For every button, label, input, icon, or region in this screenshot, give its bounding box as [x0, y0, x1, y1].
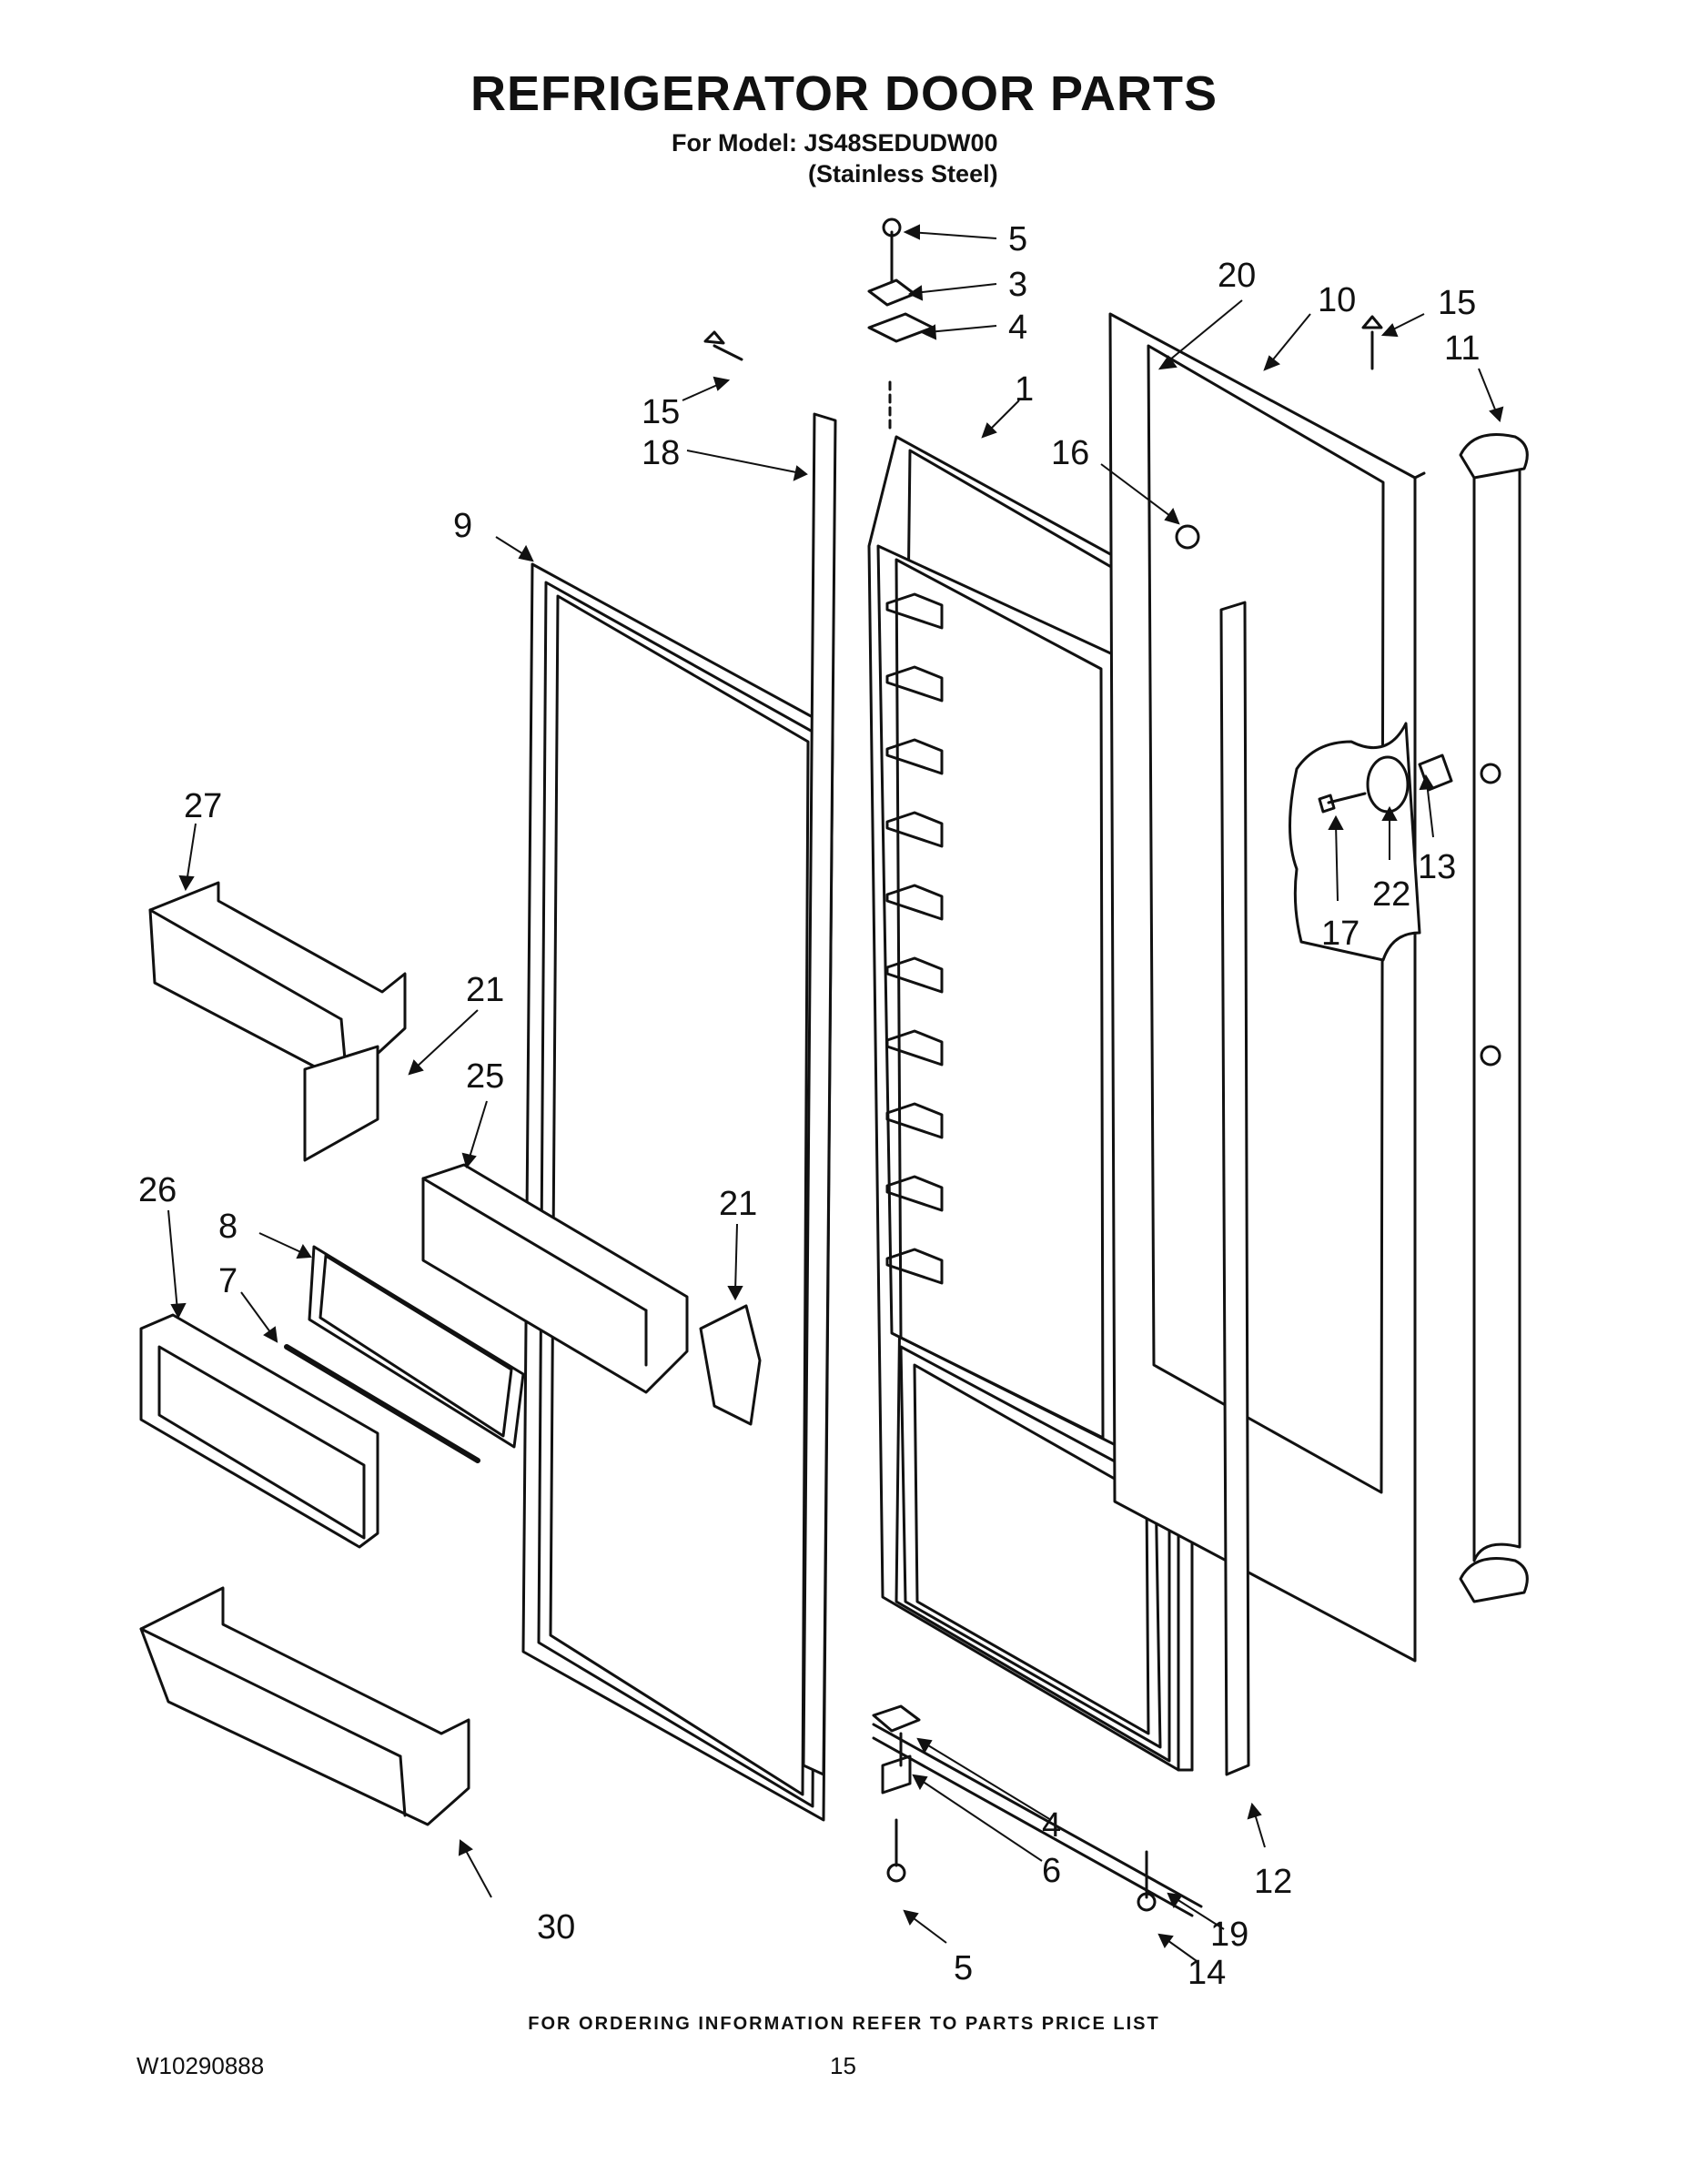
top-hinge-parts	[867, 217, 935, 430]
leader-lines	[167, 224, 1504, 1962]
callout-22: 22	[1372, 875, 1410, 914]
callout-7: 7	[218, 1262, 238, 1300]
callout-5-bottom: 5	[954, 1949, 973, 1987]
callout-19: 19	[1210, 1916, 1248, 1954]
callout-10: 10	[1318, 281, 1356, 319]
callout-13: 13	[1418, 848, 1456, 886]
callout-27: 27	[184, 787, 222, 825]
dairy-bin-25	[421, 1163, 689, 1394]
seal-strip-left	[802, 412, 837, 1776]
shelf-ribs	[885, 592, 944, 1285]
callout-15-right: 15	[1438, 284, 1476, 322]
bin-end-cap-right	[699, 1304, 762, 1426]
callout-14: 14	[1188, 1954, 1226, 1992]
callout-17: 17	[1321, 915, 1359, 953]
callout-26: 26	[138, 1171, 177, 1209]
callout-3: 3	[1008, 266, 1027, 304]
callout-numbers: 5 3 4 20 10 15 11 15 18 1 16 9 27 21 25 …	[138, 220, 1480, 1992]
callout-6: 6	[1042, 1852, 1061, 1890]
bin-end-cap-left	[303, 1045, 379, 1162]
callout-18: 18	[642, 434, 680, 472]
callout-4-top: 4	[1008, 308, 1027, 347]
cutaway-detail	[1289, 722, 1421, 962]
screw-15-left	[703, 330, 743, 361]
callout-9: 9	[453, 507, 472, 545]
bottom-hinge-parts	[872, 1704, 1203, 1917]
door-bin-27	[148, 881, 407, 1085]
callout-12: 12	[1254, 1863, 1292, 1901]
callout-20: 20	[1218, 257, 1256, 295]
plug-16	[1175, 524, 1200, 550]
ordering-note: FOR ORDERING INFORMATION REFER TO PARTS …	[528, 2014, 1160, 2034]
callout-21-right: 21	[719, 1185, 757, 1223]
bin-cover-26	[139, 1313, 379, 1549]
callout-1: 1	[1015, 370, 1034, 409]
model-info: For Model: JS48SEDUDW00 (Stainless Steel…	[672, 127, 998, 189]
seal-strip-right	[1219, 601, 1250, 1776]
page-number: 15	[830, 2052, 856, 2079]
callout-8: 8	[218, 1208, 238, 1246]
door-gasket-part	[521, 562, 834, 1822]
finish-line: (Stainless Steel)	[808, 160, 998, 187]
screw-part	[1318, 792, 1367, 814]
document-number: W10290888	[136, 2052, 265, 2079]
door-handle-part	[1459, 433, 1529, 1603]
callout-4-bottom: 4	[1042, 1806, 1061, 1845]
page-title: REFRIGERATOR DOOR PARTS	[470, 66, 1218, 121]
screw-15-right	[1361, 315, 1383, 370]
model-line: For Model: JS48SEDUDW00	[672, 129, 998, 157]
callout-15-left: 15	[642, 393, 680, 431]
callout-16: 16	[1051, 434, 1089, 472]
bin-frame-8	[308, 1245, 525, 1449]
door-liner-part	[867, 435, 1194, 1772]
callout-5-top: 5	[1008, 220, 1027, 258]
door-panel-part	[1108, 312, 1426, 1663]
trim-rod-7	[284, 1344, 480, 1463]
callout-30: 30	[537, 1908, 575, 1946]
door-bin-30	[139, 1586, 470, 1826]
callout-21-left: 21	[466, 971, 504, 1009]
callout-11: 11	[1444, 329, 1480, 368]
callout-25: 25	[466, 1057, 504, 1096]
